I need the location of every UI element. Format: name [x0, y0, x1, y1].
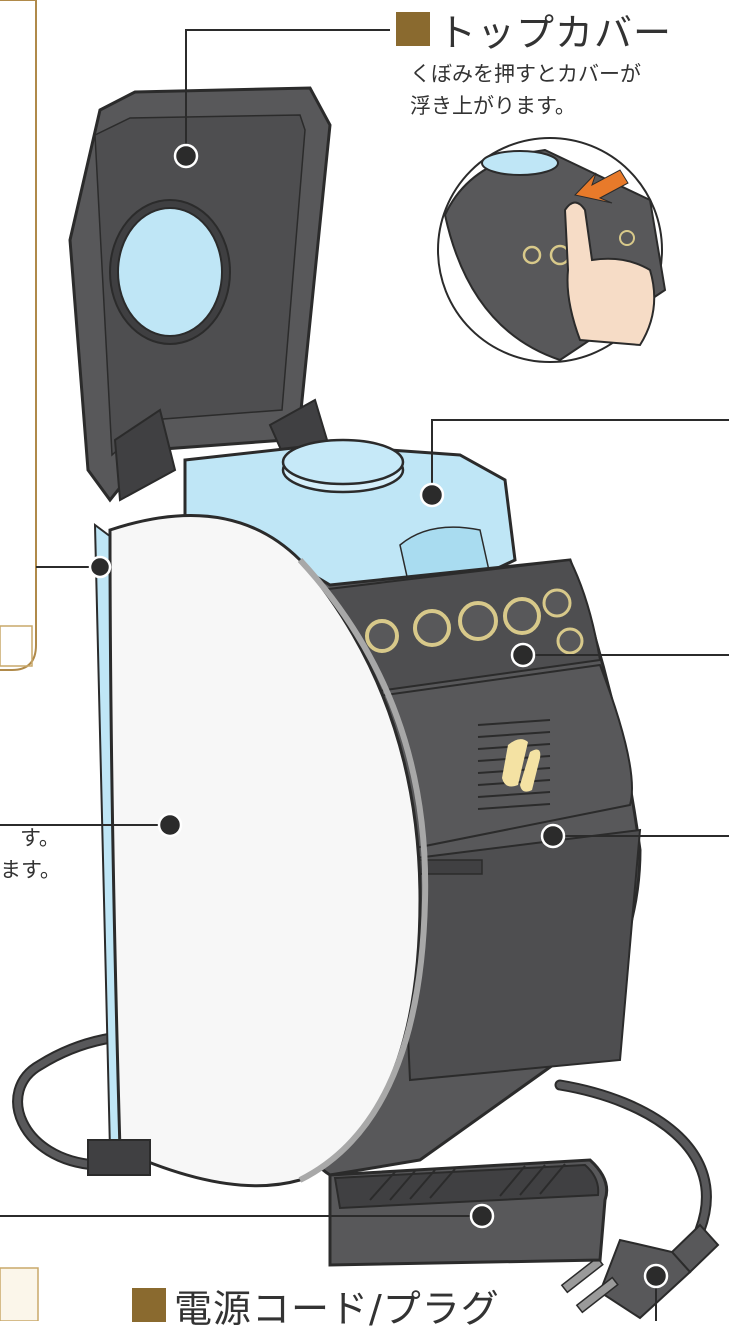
espresso-button-icon[interactable]: [367, 621, 397, 651]
cleaning-button-icon[interactable]: [558, 629, 582, 653]
top-cover-description: くぼみを押すとカバーが 浮き上がります。: [410, 58, 641, 122]
mug-button-icon[interactable]: [460, 603, 496, 639]
heading-marker-icon: [132, 1288, 166, 1322]
latte-button-icon[interactable]: [505, 599, 539, 633]
left-cut-description: す。 ます。: [0, 822, 61, 886]
power-cord-heading: 電源コード/プラグ: [132, 1282, 500, 1328]
drip-tray: [330, 1160, 607, 1265]
left-inset-tab: [0, 626, 32, 666]
left-cut-line2: ます。: [0, 854, 61, 886]
top-cover-desc-line2: 浮き上がります。: [410, 90, 641, 122]
left-inset-bottom-tab: [0, 1268, 38, 1321]
left-cut-line1: す。: [0, 822, 61, 854]
regular-coffee-button-icon[interactable]: [415, 611, 449, 645]
top-cover-desc-line1: くぼみを押すとカバーが: [410, 58, 641, 90]
heading-marker-icon: [396, 12, 430, 46]
top-cover-title: トップカバー: [438, 2, 672, 57]
top-cover: [70, 88, 330, 500]
power-cord-title: 電源コード/プラグ: [174, 1278, 500, 1333]
left-inset-frame: [0, 0, 36, 670]
power-button-icon[interactable]: [544, 590, 570, 616]
detail-inset: [438, 138, 665, 362]
top-cover-heading: トップカバー: [396, 6, 672, 52]
